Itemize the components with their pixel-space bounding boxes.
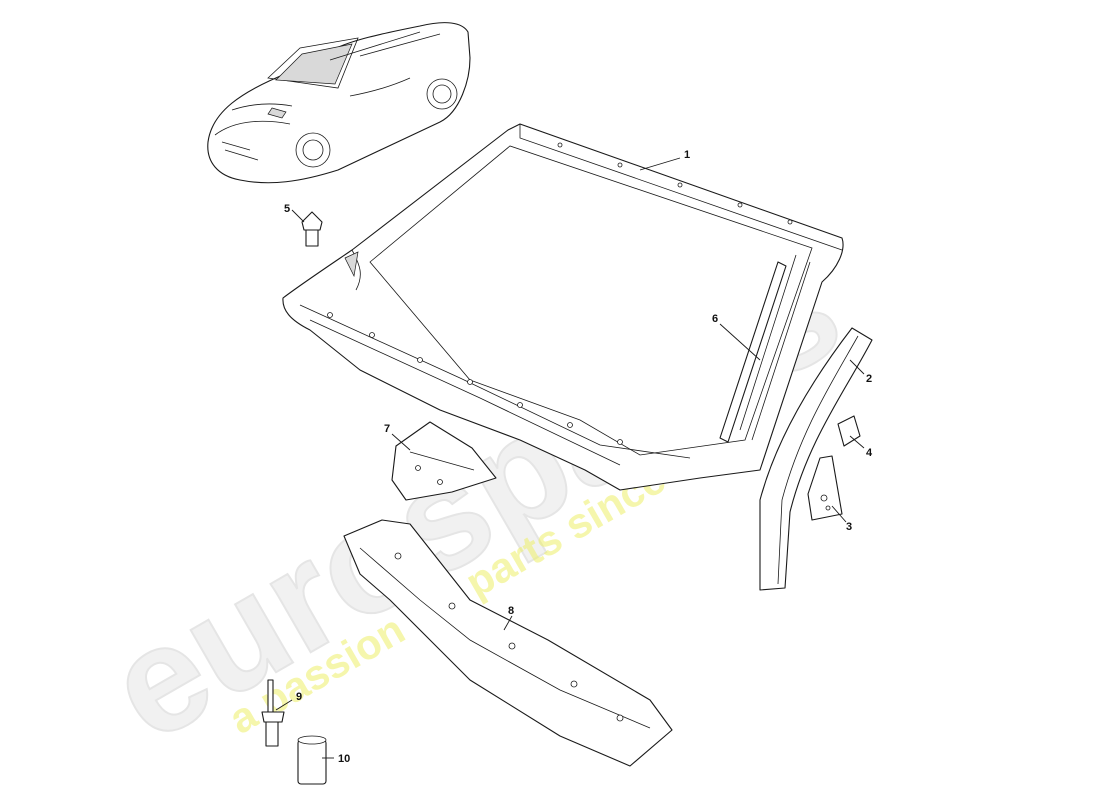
- part-4-clip: [837, 415, 861, 447]
- callout-labels: 1 2 3 4 5 6 7 8 9 10: [284, 149, 873, 765]
- callout-1: 1: [684, 149, 690, 161]
- leader-lines: [275, 157, 865, 759]
- part-2-a-pillar-trim: [759, 327, 873, 591]
- part-8-lower-cowl-panel: [343, 519, 673, 767]
- callout-3: 3: [846, 521, 852, 533]
- callout-10: 10: [338, 753, 350, 765]
- callout-8: 8: [508, 605, 514, 617]
- car-reference-illustration: [207, 22, 471, 184]
- callout-2: 2: [866, 373, 872, 385]
- callout-5: 5: [284, 203, 290, 215]
- part-5-bolt: [301, 211, 323, 247]
- part-9-rivet: [261, 679, 285, 747]
- part-3-bracket: [807, 455, 843, 521]
- part-6-seal-strip: [719, 261, 787, 443]
- callout-9: 9: [296, 691, 302, 703]
- part-7-bracket-panel: [391, 421, 497, 501]
- callout-6: 6: [712, 313, 718, 325]
- part-10-grommet: [297, 735, 327, 785]
- part-1-windscreen-frame: [282, 123, 844, 491]
- callout-7: 7: [384, 423, 390, 435]
- callout-4: 4: [866, 447, 873, 459]
